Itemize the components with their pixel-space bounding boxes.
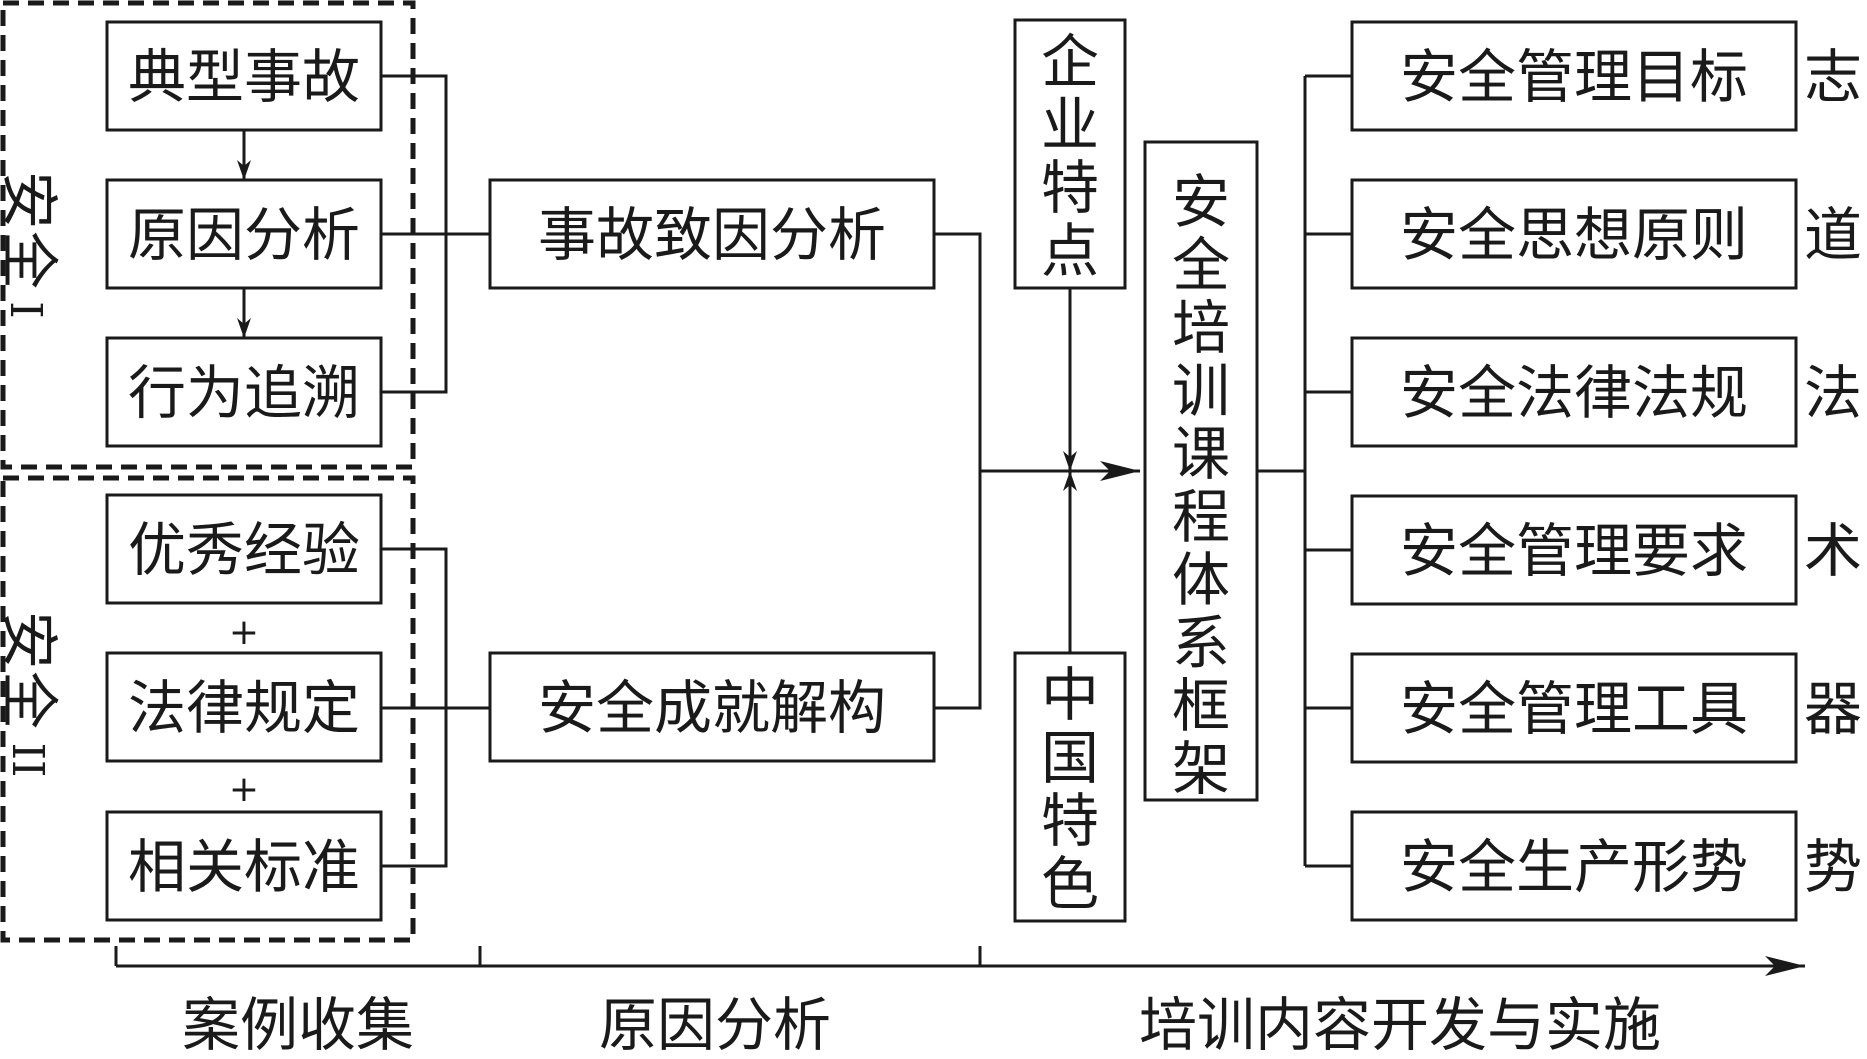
output-box-1 bbox=[1350, 20, 1798, 132]
group-2-label: 安 全 II bbox=[0, 611, 63, 777]
box-typical-accident-text: 典型事故 bbox=[128, 43, 360, 111]
box-related-standard bbox=[105, 810, 383, 922]
group-1-label-char-1: 安 bbox=[0, 171, 63, 229]
output-tag-6: 势 bbox=[1804, 833, 1862, 901]
output-box-2-text: 安全思想原则 bbox=[1400, 201, 1748, 269]
framework-char-10: 架 bbox=[1172, 735, 1230, 803]
output-box-2 bbox=[1350, 178, 1798, 290]
bracket-group-2 bbox=[381, 547, 490, 868]
framework-char-7: 体 bbox=[1172, 546, 1230, 614]
enterprise-feature-char-4: 点 bbox=[1041, 217, 1099, 285]
stage-case-collection: 案例收集 bbox=[182, 991, 414, 1059]
framework-char-6: 程 bbox=[1172, 483, 1230, 551]
output-box-6-text: 安全生产形势 bbox=[1400, 833, 1748, 901]
box-enterprise-feature-text: 企 业 特 点 bbox=[1041, 28, 1099, 285]
box-cause-analysis bbox=[105, 178, 383, 290]
output-box-4-text: 安全管理要求 bbox=[1400, 517, 1748, 585]
box-best-practice-text: 优秀经验 bbox=[128, 516, 360, 584]
group-2-label-num: II bbox=[2, 743, 53, 778]
box-enterprise-feature bbox=[1013, 18, 1127, 290]
stage-cause-analysis: 原因分析 bbox=[599, 991, 831, 1059]
bracket-group-1 bbox=[381, 74, 490, 394]
box-chinese-feature bbox=[1013, 651, 1127, 923]
box-cause-analysis-text: 原因分析 bbox=[128, 201, 360, 269]
group-2-label-char-1: 安 bbox=[0, 611, 63, 669]
box-safety-achievement-deconstruction bbox=[488, 651, 936, 763]
group-1-frame bbox=[0, 0, 416, 470]
group-1-label-char-2: 全 bbox=[0, 231, 63, 289]
group-1-label-num: I bbox=[0, 301, 51, 318]
box-best-practice bbox=[105, 493, 383, 605]
group-2-label-char-2: 全 bbox=[0, 671, 63, 729]
output-box-1-text: 安全管理目标 bbox=[1400, 43, 1748, 111]
plus-sign-2: + bbox=[229, 769, 259, 810]
group-1-label: 安 全 I bbox=[0, 171, 63, 319]
framework-char-3: 培 bbox=[1172, 294, 1230, 362]
output-tag-1: 志 bbox=[1804, 43, 1862, 111]
output-tag-4: 术 bbox=[1804, 517, 1862, 585]
framework-char-8: 系 bbox=[1172, 609, 1230, 677]
framework-char-5: 课 bbox=[1172, 420, 1230, 488]
box-training-framework bbox=[1143, 140, 1259, 802]
box-behavior-trace-text: 行为追溯 bbox=[128, 359, 360, 427]
framework-char-4: 训 bbox=[1172, 357, 1230, 425]
output-box-5 bbox=[1350, 652, 1798, 764]
output-box-5-text: 安全管理工具 bbox=[1400, 675, 1748, 743]
enterprise-feature-char-2: 业 bbox=[1041, 91, 1099, 159]
output-box-3 bbox=[1350, 336, 1798, 448]
box-chinese-feature-text: 中 国 特 色 bbox=[1041, 661, 1099, 918]
framework-char-2: 全 bbox=[1172, 231, 1230, 299]
enterprise-feature-char-3: 特 bbox=[1041, 154, 1099, 222]
chinese-feature-char-1: 中 bbox=[1041, 661, 1099, 729]
output-boxes: 安全管理目标志安全思想原则道安全法律法规法安全管理要求术安全管理工具器安全生产形… bbox=[1350, 20, 1862, 922]
box-accident-causation-analysis-text: 事故致因分析 bbox=[538, 201, 886, 269]
plus-sign-1: + bbox=[229, 612, 259, 653]
box-related-standard-text: 相关标准 bbox=[128, 833, 360, 901]
output-box-3-text: 安全法律法规 bbox=[1400, 359, 1748, 427]
output-tree-connector bbox=[1257, 74, 1352, 868]
output-tag-3: 法 bbox=[1804, 359, 1862, 427]
enterprise-feature-char-1: 企 bbox=[1041, 28, 1099, 96]
output-tag-2: 道 bbox=[1804, 201, 1862, 269]
chinese-feature-char-2: 国 bbox=[1041, 724, 1099, 792]
box-accident-causation-analysis bbox=[488, 178, 936, 290]
stage-content-development: 培训内容开发与实施 bbox=[1139, 991, 1661, 1059]
box-legal-provision bbox=[105, 651, 383, 763]
merge-connector bbox=[934, 232, 1068, 710]
box-behavior-trace bbox=[105, 336, 383, 448]
output-box-4 bbox=[1350, 494, 1798, 606]
output-tag-5: 器 bbox=[1804, 675, 1862, 743]
framework-char-9: 框 bbox=[1172, 672, 1230, 740]
framework-char-1: 安 bbox=[1172, 168, 1230, 236]
output-box-6 bbox=[1350, 810, 1798, 922]
chinese-feature-char-3: 特 bbox=[1041, 787, 1099, 855]
box-legal-provision-text: 法律规定 bbox=[128, 674, 360, 742]
box-safety-achievement-deconstruction-text: 安全成就解构 bbox=[538, 674, 886, 742]
chinese-feature-char-4: 色 bbox=[1041, 850, 1099, 918]
